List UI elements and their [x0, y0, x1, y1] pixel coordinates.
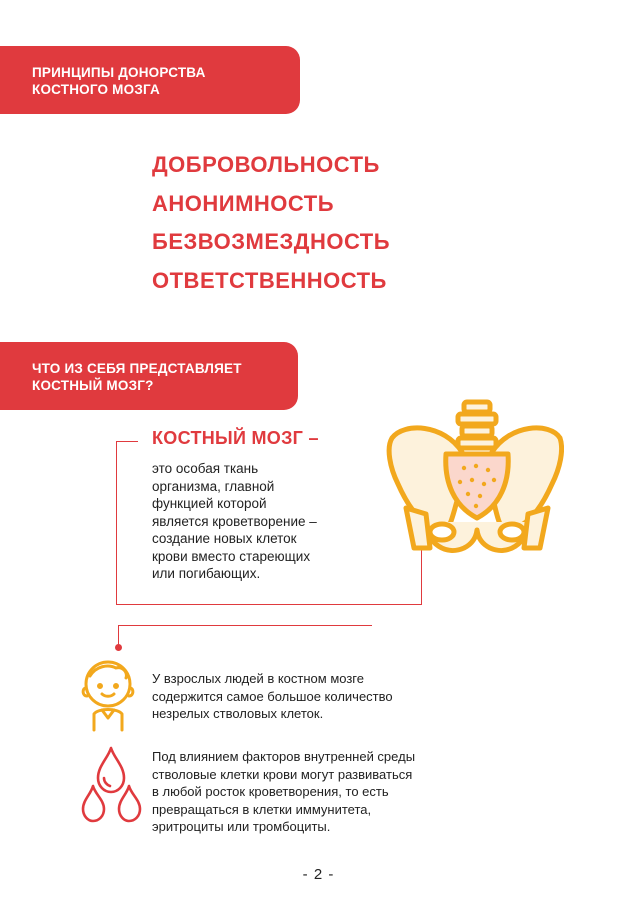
fact-line: незрелых стволовых клеток.: [152, 706, 324, 721]
fact-line: эритроциты или тромбоциты.: [152, 819, 331, 834]
fact-line: содержится самое большое количество: [152, 688, 393, 704]
principle-voluntariness: ДОБРОВОЛЬНОСТЬ: [152, 152, 380, 177]
definition-line: крови вместо стареющих: [152, 548, 311, 564]
bracket-line: [116, 604, 422, 605]
child-icon: [81, 660, 135, 732]
bracket-line: [116, 441, 117, 605]
principle-anonymity: АНОНИМНОСТЬ: [152, 190, 335, 216]
definition-line: является кроветворение –: [152, 513, 317, 529]
pelvis-bone-icon: [386, 399, 564, 553]
definition-line: организма, главной: [152, 478, 275, 494]
definition-text: это особая ткань организма, главной функ…: [152, 460, 382, 583]
section-banner-what-is: ЧТО ИЗ СЕБЯ ПРЕДСТАВЛЯЕТ КОСТНЫЙ МОЗГ?: [0, 342, 298, 410]
connector-line: [118, 625, 372, 626]
definition-term: КОСТНЫЙ МОЗГ –: [152, 428, 319, 448]
banner-line: ЧТО ИЗ СЕБЯ ПРЕДСТАВЛЯЕТ: [32, 361, 242, 376]
connector-line: [118, 625, 119, 647]
banner-line: ПРИНЦИПЫ ДОНОРСТВА: [32, 65, 206, 80]
principle-gratuitousness: БЕЗВОЗМЕЗДНОСТЬ: [152, 229, 391, 254]
fact-line: в любой росток кроветворения, то есть: [152, 784, 389, 799]
bracket-line: [116, 441, 138, 442]
banner-line: КОСТНЫЙ МОЗГ?: [32, 378, 154, 393]
fact-line: Под влиянием факторов внутренней среды: [152, 749, 416, 764]
connector-dot: [115, 644, 122, 651]
definition-line: создание новых клеток: [152, 531, 297, 546]
fact-line: У взрослых людей в костном мозге: [152, 671, 364, 686]
page-number: - 2 -: [302, 866, 335, 883]
blood-drops-icon: [81, 746, 142, 823]
definition-line: это особая ткань: [152, 461, 259, 476]
principles-list: ДОБРОВОЛЬНОСТЬ АНОНИМНОСТЬ БЕЗВОЗМЕЗДНОС…: [152, 146, 390, 300]
section-banner-principles: ПРИНЦИПЫ ДОНОРСТВА КОСТНОГО МОЗГА: [0, 46, 300, 114]
definition-line: или погибающих.: [152, 566, 261, 581]
principle-responsibility: ОТВЕТСТВЕННОСТЬ: [152, 267, 387, 293]
banner-line: КОСТНОГО МОЗГА: [32, 82, 160, 97]
fact-line: стволовые клетки крови могут развиваться: [152, 766, 413, 782]
fact-adult-stem-cells: У взрослых людей в костном мозге содержи…: [152, 670, 492, 723]
definition-line: функцией которой: [152, 496, 267, 511]
fact-line: превращаться в клетки иммунитета,: [152, 801, 372, 817]
fact-stem-cell-development: Под влиянием факторов внутренней среды с…: [152, 748, 492, 836]
